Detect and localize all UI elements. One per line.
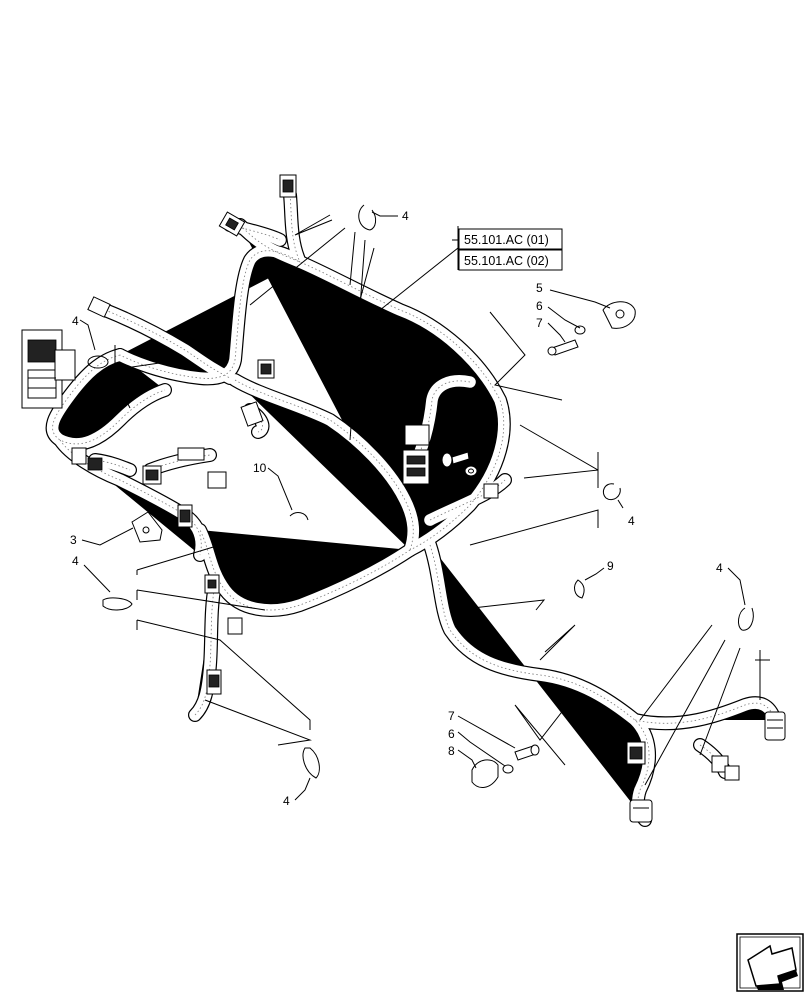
callout-6-upper: 6 (536, 299, 543, 313)
bolt-item-1 (441, 451, 470, 468)
reference-55-101-ac-02[interactable]: 55.101.AC (02) (458, 249, 563, 271)
next-page-arrow-icon[interactable] (736, 933, 804, 992)
callout-3: 3 (70, 533, 77, 547)
clamp-item-8 (471, 759, 499, 788)
clip-item-9 (574, 579, 585, 599)
callout-4-left: 4 (72, 314, 79, 328)
callout-numbers: 1 2 3 4 4 4 4 4 4 5 6 6 7 7 8 9 10 (70, 209, 723, 808)
callout-8: 8 (448, 744, 455, 758)
washer-item-6 (574, 325, 586, 335)
reference-label-01: 55.101.AC (01) (464, 233, 549, 247)
clip-item-10 (289, 512, 309, 521)
callout-10: 10 (253, 461, 267, 475)
callout-6-lower: 6 (448, 727, 455, 741)
callout-4-lower-left: 4 (72, 554, 79, 568)
loose-parts (87, 204, 754, 788)
callout-9: 9 (607, 559, 614, 573)
reference-55-101-ac-01[interactable]: 55.101.AC (01) (458, 228, 563, 250)
relay-block (402, 424, 430, 485)
leader-lines (79, 211, 770, 801)
callout-5: 5 (536, 281, 543, 295)
cable-tie-items-4 (87, 204, 754, 779)
multi-pin-connector-module (21, 329, 76, 409)
callout-7-upper: 7 (536, 316, 543, 330)
callout-4-top: 4 (402, 209, 409, 223)
callout-4-far-right: 4 (716, 561, 723, 575)
reference-label-02: 55.101.AC (02) (464, 254, 549, 268)
callout-1: 1 (484, 429, 491, 443)
callout-2: 2 (484, 447, 491, 461)
wiring-harness (53, 195, 775, 820)
callout-4-bottom: 4 (283, 794, 290, 808)
callout-4-right: 4 (628, 514, 635, 528)
callout-7-lower: 7 (448, 709, 455, 723)
harness-connectors (21, 174, 786, 823)
washer-item-6-lower (502, 764, 514, 774)
